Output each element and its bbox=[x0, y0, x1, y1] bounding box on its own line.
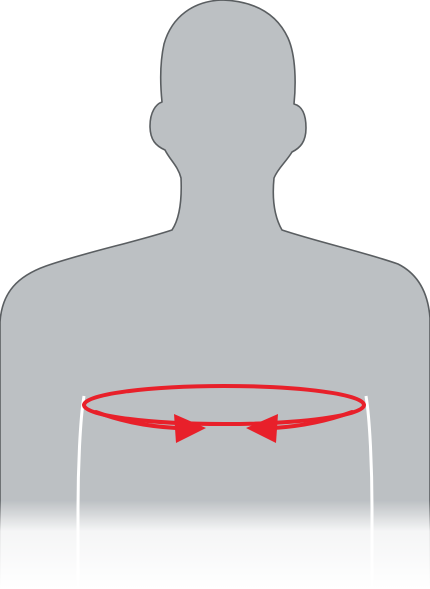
bottom-fade bbox=[0, 500, 430, 589]
